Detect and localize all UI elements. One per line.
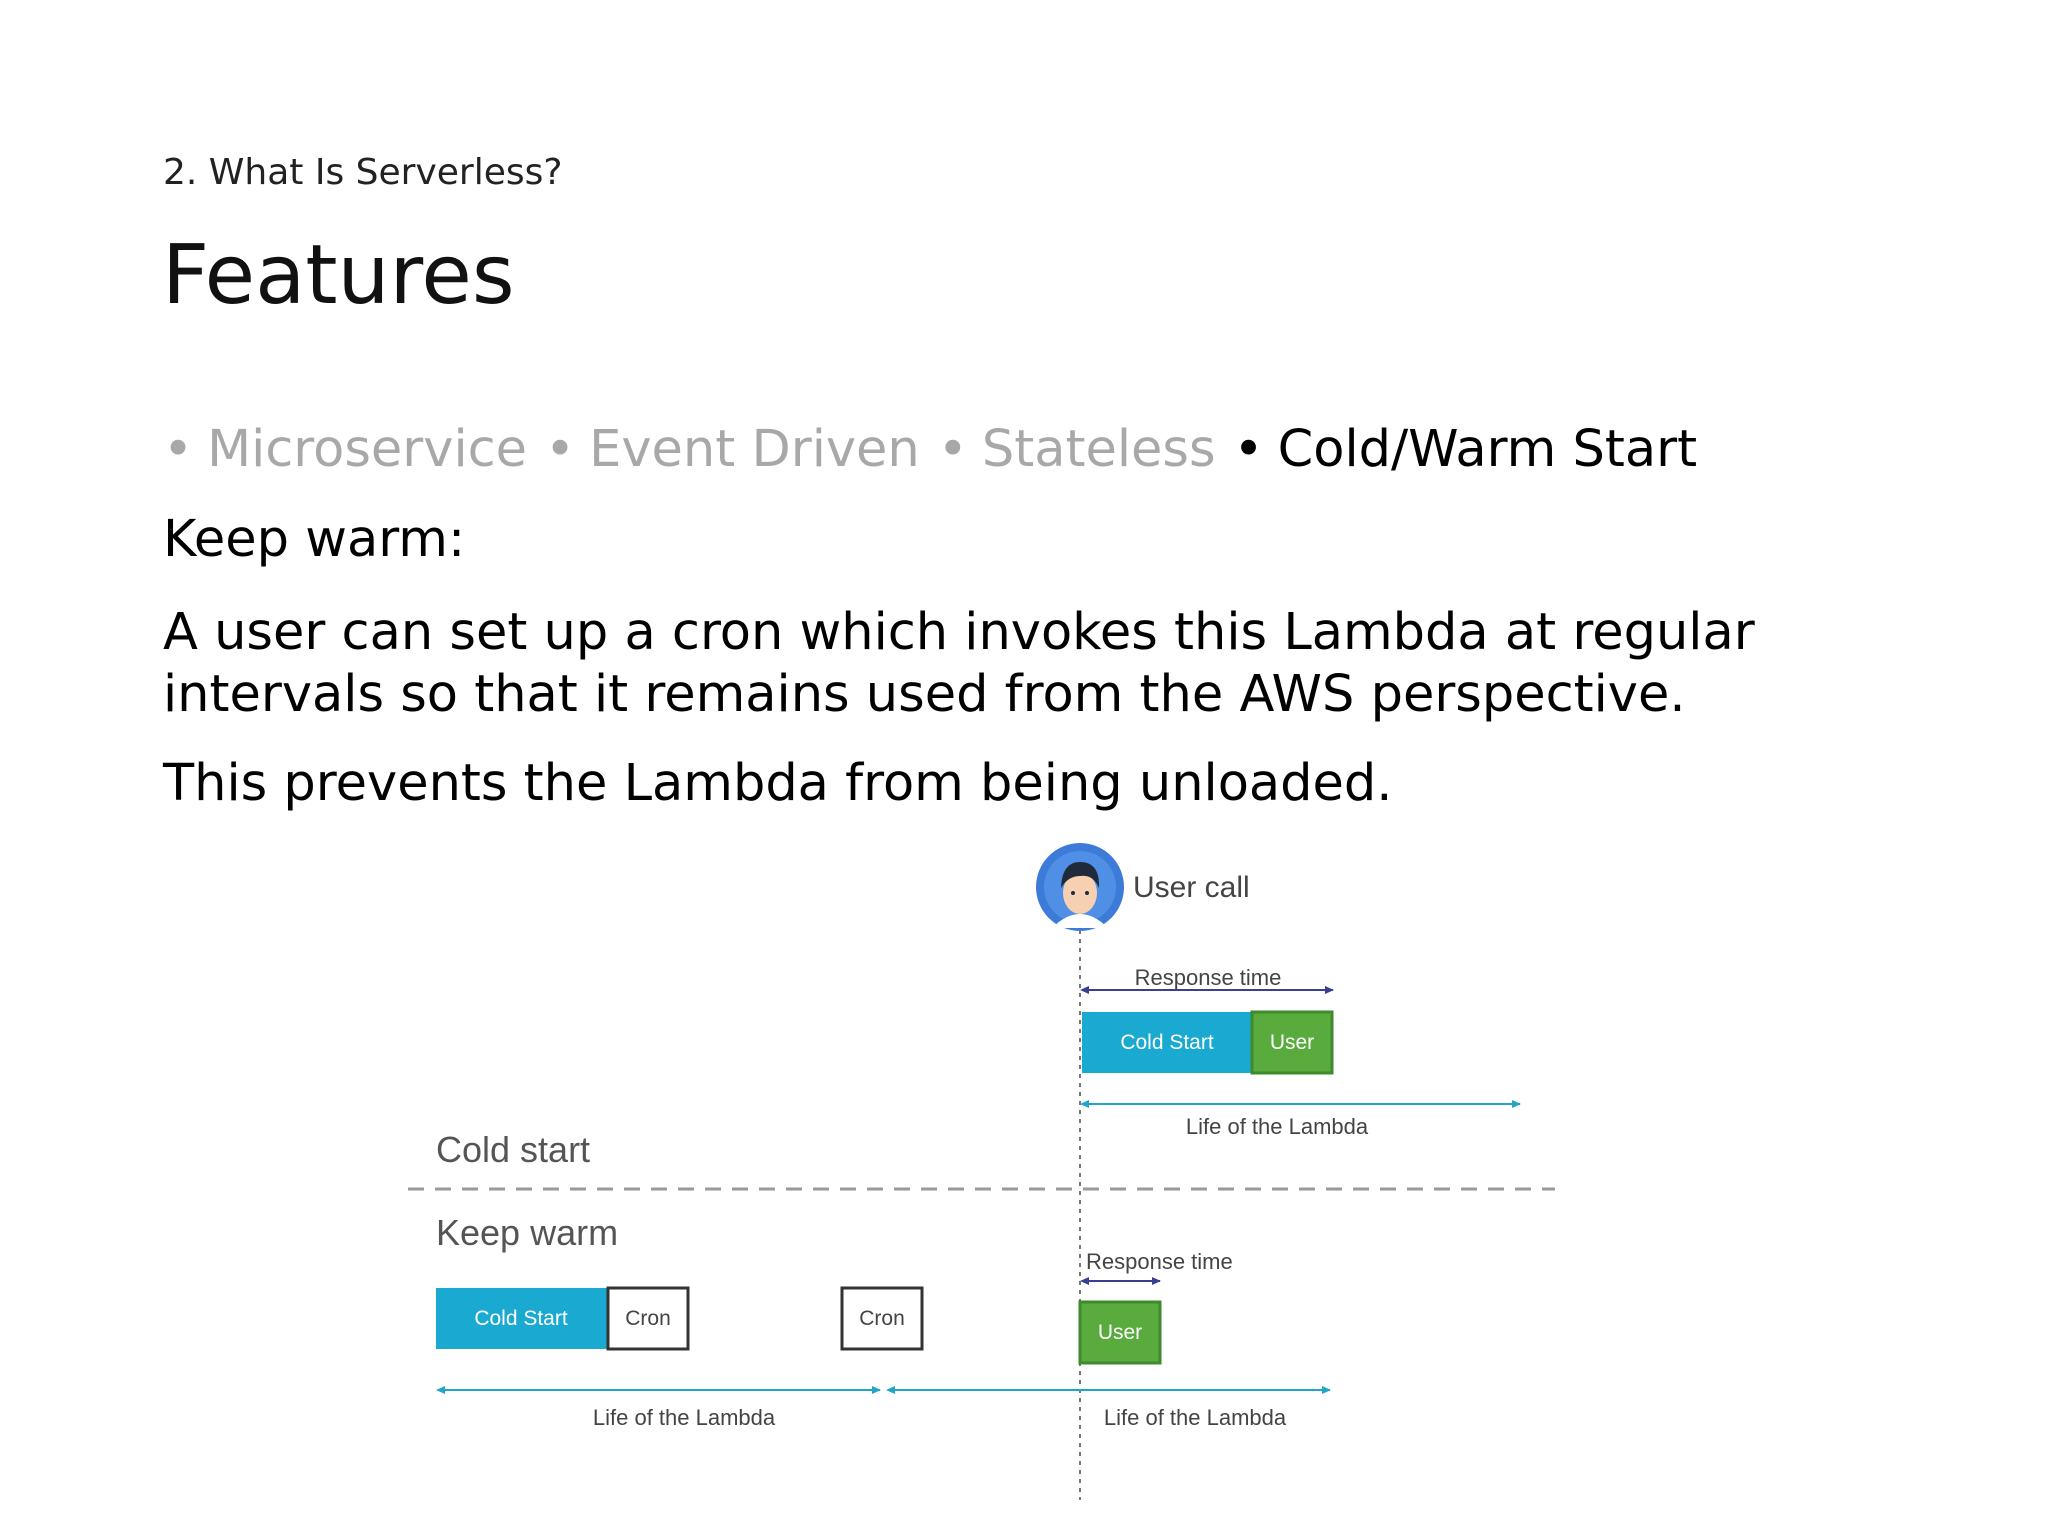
keep-warm-heading: Keep warm: bbox=[163, 510, 466, 569]
user-block bbox=[1250, 1010, 1334, 1075]
cron-block bbox=[606, 1286, 690, 1351]
feature-label: Microservice bbox=[207, 420, 528, 479]
cold-life-label: Life of the Lambda bbox=[1186, 1114, 1369, 1139]
warm-cold-start-block-label: Cold Start bbox=[474, 1307, 568, 1330]
warm-life-label-2: Life of the Lambda bbox=[1104, 1405, 1287, 1430]
feature-label: Stateless bbox=[981, 420, 1216, 479]
slide-title: Features bbox=[162, 228, 515, 323]
feature-item-stateless: •Stateless bbox=[938, 420, 1216, 479]
feature-item-event-driven: •Event Driven bbox=[545, 420, 920, 479]
warm-response-time-label: Response time bbox=[1086, 1249, 1233, 1274]
feature-item-microservice: •Microservice bbox=[163, 420, 527, 479]
warm-user-block-label: User bbox=[1098, 1321, 1142, 1344]
bullet-icon: • bbox=[545, 420, 576, 479]
cold-start-block-label: Cold Start bbox=[1120, 1031, 1214, 1054]
warm-user-block bbox=[1078, 1300, 1162, 1365]
cron-block bbox=[840, 1286, 924, 1351]
paragraph-unload: This prevents the Lambda from being unlo… bbox=[163, 754, 1393, 813]
bullet-icon: • bbox=[937, 420, 968, 479]
user-block-label: User bbox=[1270, 1031, 1314, 1054]
feature-item-cold-warm-start: •Cold/Warm Start bbox=[1234, 420, 1698, 479]
warm-section-label: Keep warm bbox=[436, 1212, 618, 1253]
bullet-icon: • bbox=[163, 420, 194, 479]
cold-response-time-label: Response time bbox=[1135, 965, 1282, 990]
paragraph-cron: A user can set up a cron which invokes t… bbox=[163, 603, 1755, 724]
section-label: 2. What Is Serverless? bbox=[163, 152, 563, 193]
cold-start-block bbox=[1082, 1012, 1252, 1073]
feature-nav: •Microservice •Event Driven •Stateless •… bbox=[163, 420, 1715, 479]
warm-cold-start-block bbox=[436, 1288, 607, 1349]
cron-block-label: Cron bbox=[859, 1307, 905, 1330]
bullet-icon: • bbox=[1233, 420, 1264, 479]
user-call-label: User call bbox=[1133, 871, 1250, 904]
cron-block-label: Cron bbox=[625, 1307, 671, 1330]
user-avatar-icon bbox=[1036, 843, 1124, 931]
feature-label: Event Driven bbox=[589, 420, 920, 479]
warm-life-label-1: Life of the Lambda bbox=[593, 1405, 776, 1430]
cold-section-label: Cold start bbox=[436, 1129, 590, 1170]
feature-label: Cold/Warm Start bbox=[1277, 420, 1698, 479]
